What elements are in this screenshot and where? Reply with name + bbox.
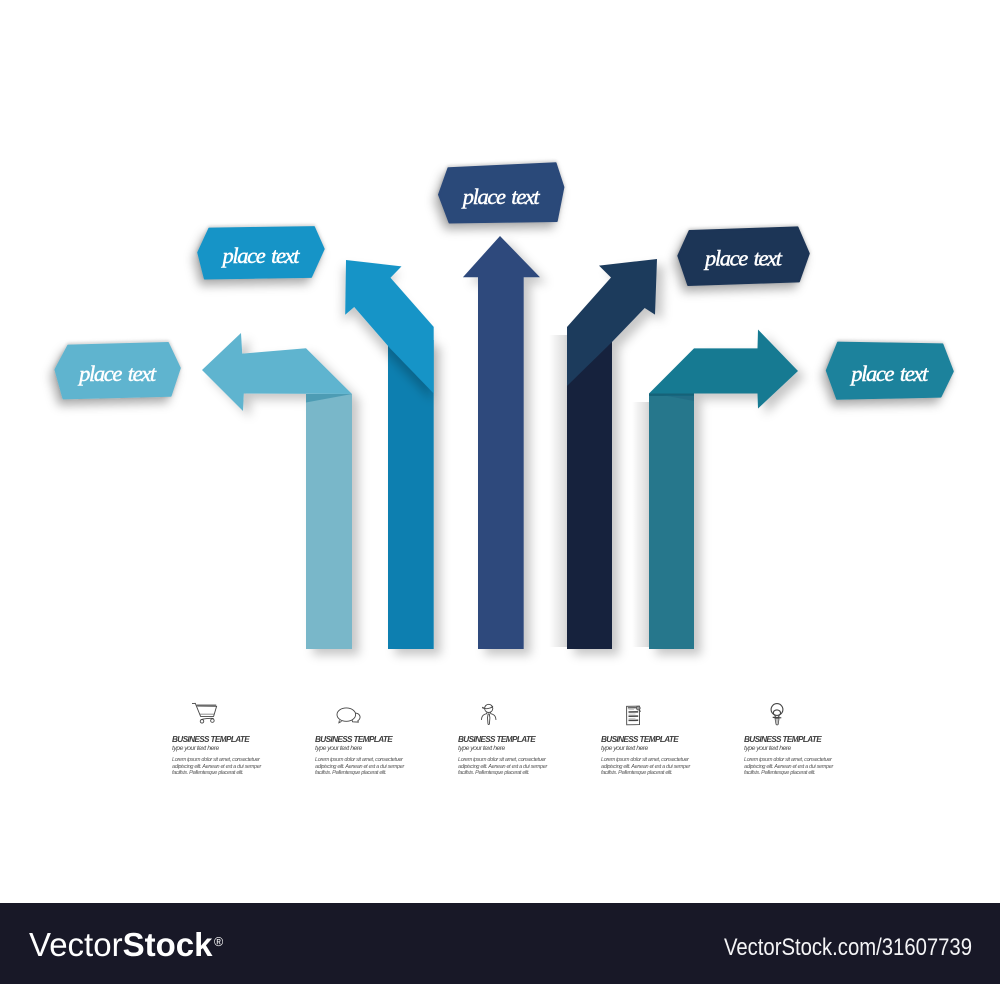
svg-text:place text: place text: [461, 184, 541, 209]
svg-text:place text: place text: [849, 361, 929, 386]
svg-text:place text: place text: [77, 361, 157, 386]
svg-text:place text: place text: [221, 243, 301, 268]
svg-text:place text: place text: [703, 245, 783, 270]
